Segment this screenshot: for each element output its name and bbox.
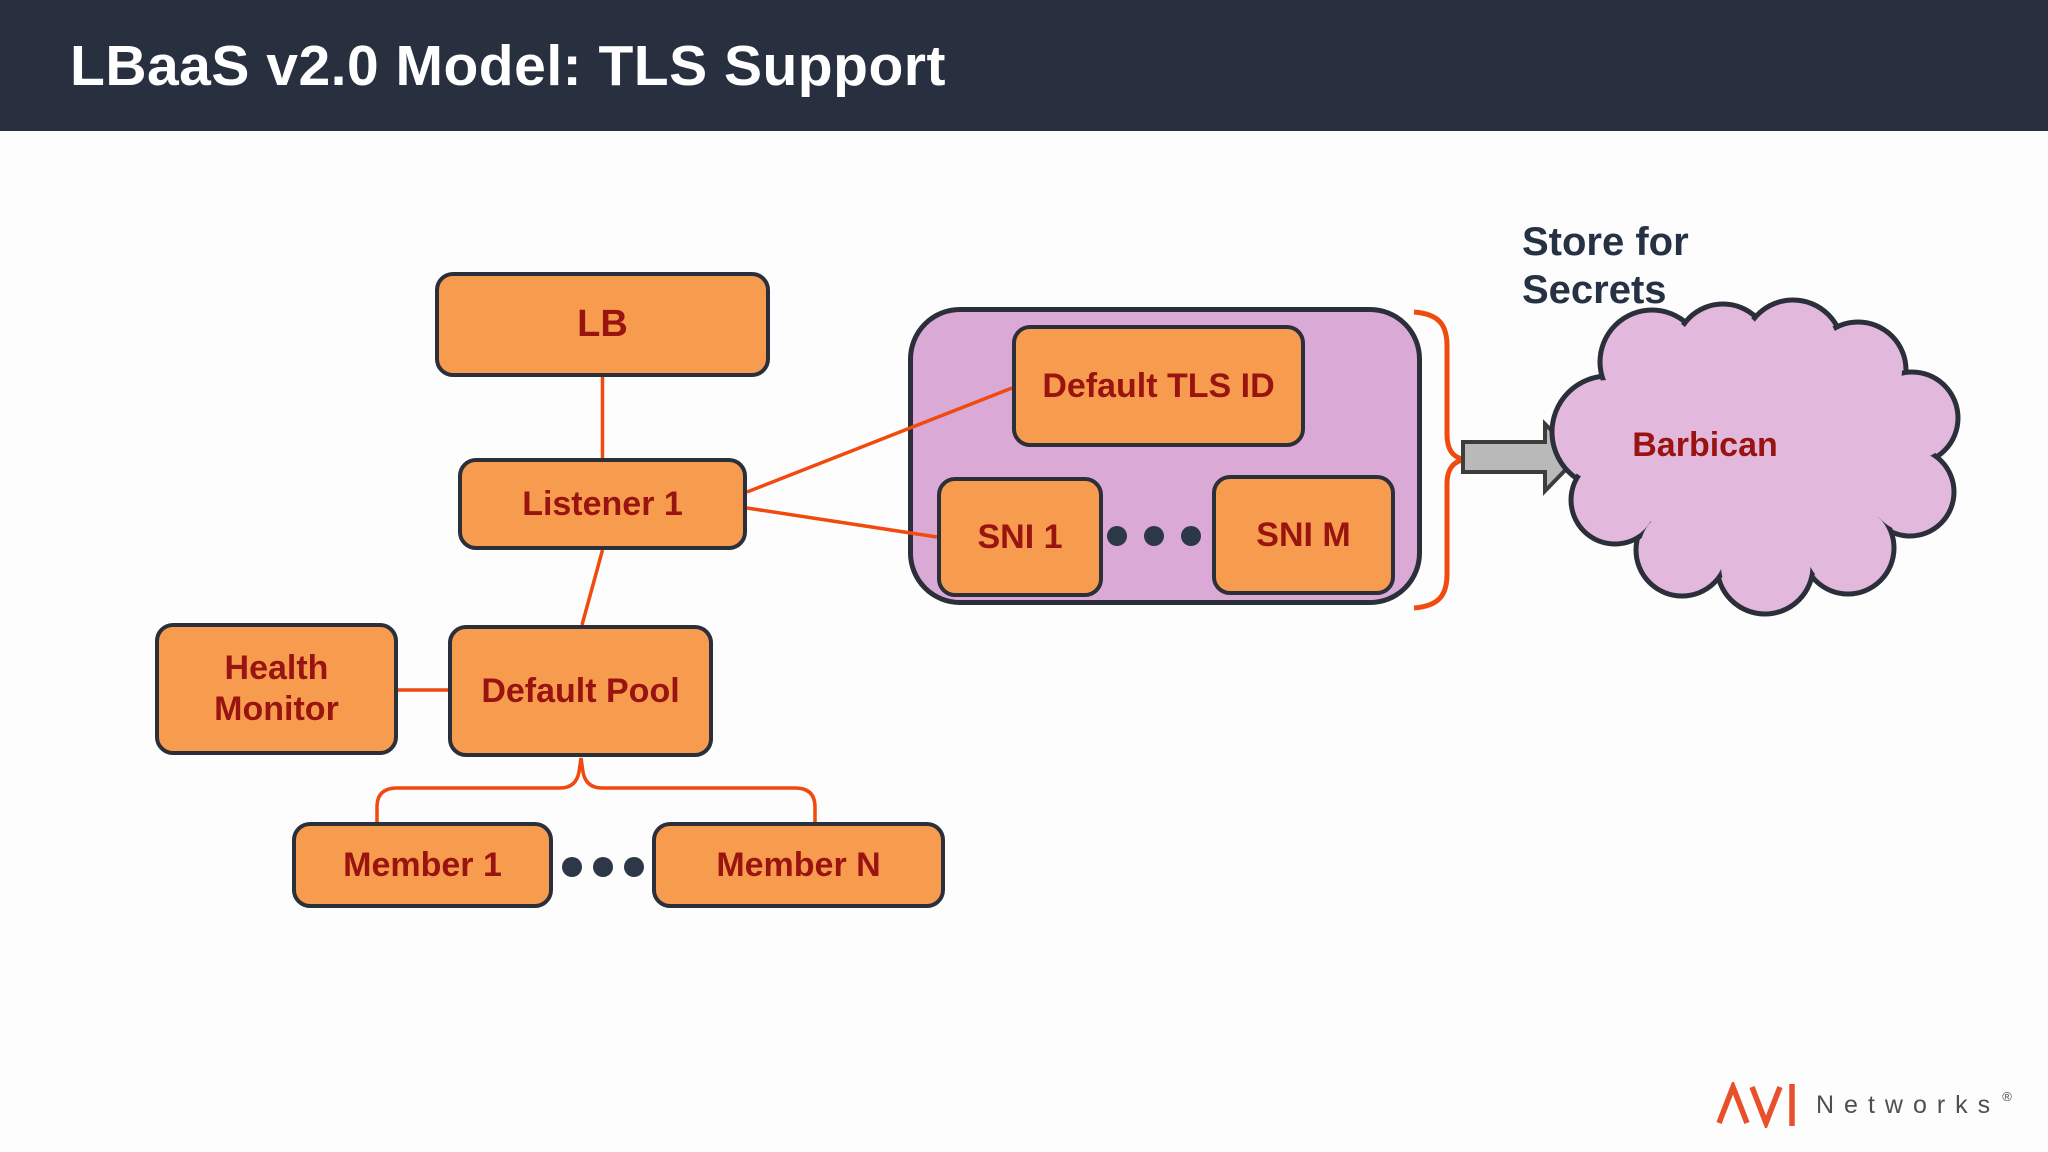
registered-trademark: ®: [2002, 1088, 2012, 1104]
node-health-monitor: Health Monitor: [155, 623, 398, 755]
avi-letter-v-icon: [1749, 1086, 1783, 1128]
node-default-tls-id: Default TLS ID: [1012, 325, 1305, 447]
avi-logo-mark: [1716, 1082, 1795, 1128]
node-sni-m: SNI M: [1212, 475, 1395, 595]
node-sni-1: SNI 1: [937, 477, 1103, 597]
node-member-n: Member N: [652, 822, 945, 908]
node-listener-1: Listener 1: [458, 458, 747, 550]
ellipsis-members: [562, 857, 644, 877]
store-for-secrets-label: Store for Secrets: [1522, 220, 1689, 312]
slide-title: LBaaS v2.0 Model: TLS Support: [70, 33, 946, 98]
avi-networks-logo: Networks ®: [1716, 1082, 2012, 1128]
slide-header: LBaaS v2.0 Model: TLS Support: [0, 0, 2048, 131]
logo-networks-text: Networks: [1816, 1090, 2001, 1119]
avi-letter-a-icon: [1716, 1082, 1750, 1124]
node-member-1: Member 1: [292, 822, 553, 908]
barbican-label: Barbican: [1632, 426, 1778, 464]
store-arrow-icon: [1461, 419, 1581, 496]
node-lb: LB: [435, 272, 770, 377]
wire-listener-pool: [580, 549, 605, 626]
wire-pool-members-bracket: [375, 757, 817, 822]
node-default-pool: Default Pool: [448, 625, 713, 757]
